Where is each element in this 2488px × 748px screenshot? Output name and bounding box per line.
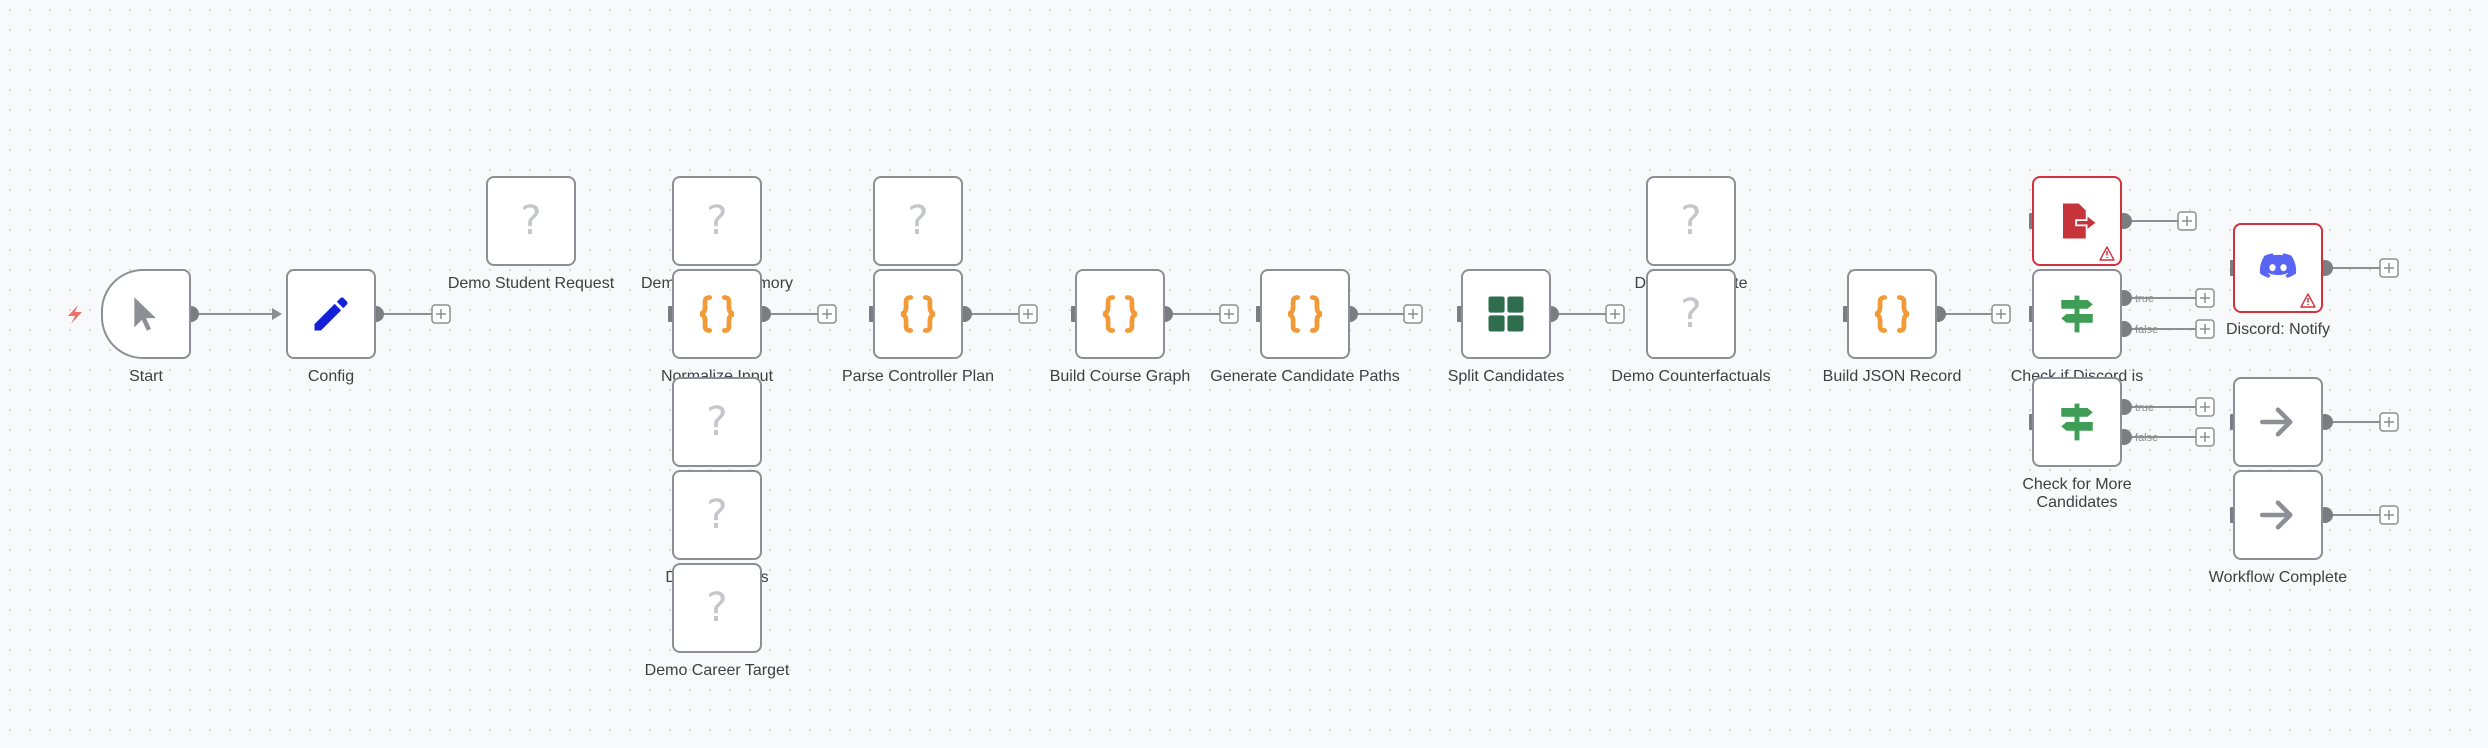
node-label: Start	[129, 368, 163, 385]
question-mark-icon: ?	[706, 492, 728, 538]
arrow-right-icon	[2259, 500, 2293, 530]
generate-candidate-paths-node[interactable]	[1260, 269, 1350, 359]
plus-icon[interactable]	[1219, 304, 1239, 324]
check-more-candidates-node[interactable]	[2032, 377, 2122, 467]
branch-false-label: false	[2135, 324, 2158, 336]
plus-icon[interactable]	[2379, 412, 2399, 432]
demo-node[interactable]: ?	[672, 470, 762, 560]
lightning-icon	[68, 305, 82, 324]
plus-icon[interactable]	[2177, 211, 2197, 231]
curly-braces-icon	[900, 295, 936, 333]
branch-true-label: true	[2135, 293, 2154, 305]
demo-node[interactable]: ?	[873, 176, 963, 266]
plus-icon[interactable]	[2195, 288, 2215, 308]
signpost-icon	[2061, 403, 2093, 441]
parse-controller-plan-node[interactable]	[873, 269, 963, 359]
split-candidates-node[interactable]	[1461, 269, 1551, 359]
demo-student-request-node[interactable]: ?	[486, 176, 576, 266]
node-label: Check for More Candidates	[2022, 476, 2132, 511]
question-mark-icon: ?	[706, 399, 728, 445]
node-label: Demo Career Target	[644, 662, 790, 679]
workflow-complete-node[interactable]	[2233, 470, 2323, 560]
question-mark-icon: ?	[1680, 198, 1702, 244]
node-label: Config	[307, 368, 355, 385]
file-export-icon	[2063, 203, 2096, 239]
plus-icon[interactable]	[2195, 397, 2215, 417]
pencil-icon	[314, 297, 348, 331]
node-label: Split Candidates	[1447, 368, 1565, 385]
grid-icon	[1488, 296, 1524, 332]
demo-node[interactable]: ?	[672, 377, 762, 467]
node-label: Parse Controller Plan	[841, 368, 995, 385]
node-label: Build JSON Record	[1822, 368, 1962, 385]
node-label: Demo Student Request	[447, 275, 615, 292]
arrowhead	[272, 308, 282, 320]
plus-icon[interactable]	[2195, 427, 2215, 447]
demo-career-target-node[interactable]: ?	[672, 563, 762, 653]
arrow-right-icon	[2259, 407, 2293, 437]
plus-icon[interactable]	[1403, 304, 1423, 324]
build-course-graph-node[interactable]	[1075, 269, 1165, 359]
node-label: Workflow Complete	[2208, 569, 2348, 586]
signpost-icon	[2061, 295, 2093, 333]
build-json-record-node[interactable]	[1847, 269, 1937, 359]
node-label: Generate Candidate Paths	[1210, 368, 1400, 385]
demo-candidate-node[interactable]: ?	[1646, 176, 1736, 266]
cursor-icon	[134, 297, 156, 331]
plus-icon[interactable]	[817, 304, 837, 324]
demo-counterfactuals-node[interactable]: ?	[1646, 269, 1736, 359]
curly-braces-icon	[1102, 295, 1138, 333]
plus-icon[interactable]	[431, 304, 451, 324]
plus-icon[interactable]	[1605, 304, 1625, 324]
plus-icon[interactable]	[2379, 258, 2399, 278]
question-mark-icon: ?	[706, 198, 728, 244]
question-mark-icon: ?	[1680, 291, 1702, 337]
curly-braces-icon	[1287, 295, 1323, 333]
node-label: Build Course Graph	[1049, 368, 1191, 385]
next-candidate-node[interactable]	[2233, 377, 2323, 467]
curly-braces-icon	[1874, 295, 1910, 333]
demo-policy-memory-node[interactable]: ?	[672, 176, 762, 266]
warning-icon	[2099, 246, 2115, 261]
node-label: Discord: Notify	[2225, 321, 2331, 338]
question-mark-icon: ?	[907, 198, 929, 244]
question-mark-icon: ?	[520, 198, 542, 244]
branch-false-label: false	[2135, 432, 2158, 444]
discord-icon	[2259, 253, 2297, 278]
write-file-node[interactable]	[2032, 176, 2122, 266]
config-node[interactable]	[286, 269, 376, 359]
discord-notify-node[interactable]	[2233, 223, 2323, 313]
curly-braces-icon	[699, 295, 735, 333]
plus-icon[interactable]	[1018, 304, 1038, 324]
start-node[interactable]	[101, 269, 191, 359]
check-discord-node[interactable]	[2032, 269, 2122, 359]
plus-icon[interactable]	[2195, 319, 2215, 339]
plus-icon[interactable]	[1991, 304, 2011, 324]
normalize-input-node[interactable]	[672, 269, 762, 359]
node-label: Demo Counterfactuals	[1611, 368, 1771, 385]
branch-true-label: true	[2135, 402, 2154, 414]
warning-icon	[2300, 293, 2316, 308]
plus-icon[interactable]	[2379, 505, 2399, 525]
question-mark-icon: ?	[706, 585, 728, 631]
